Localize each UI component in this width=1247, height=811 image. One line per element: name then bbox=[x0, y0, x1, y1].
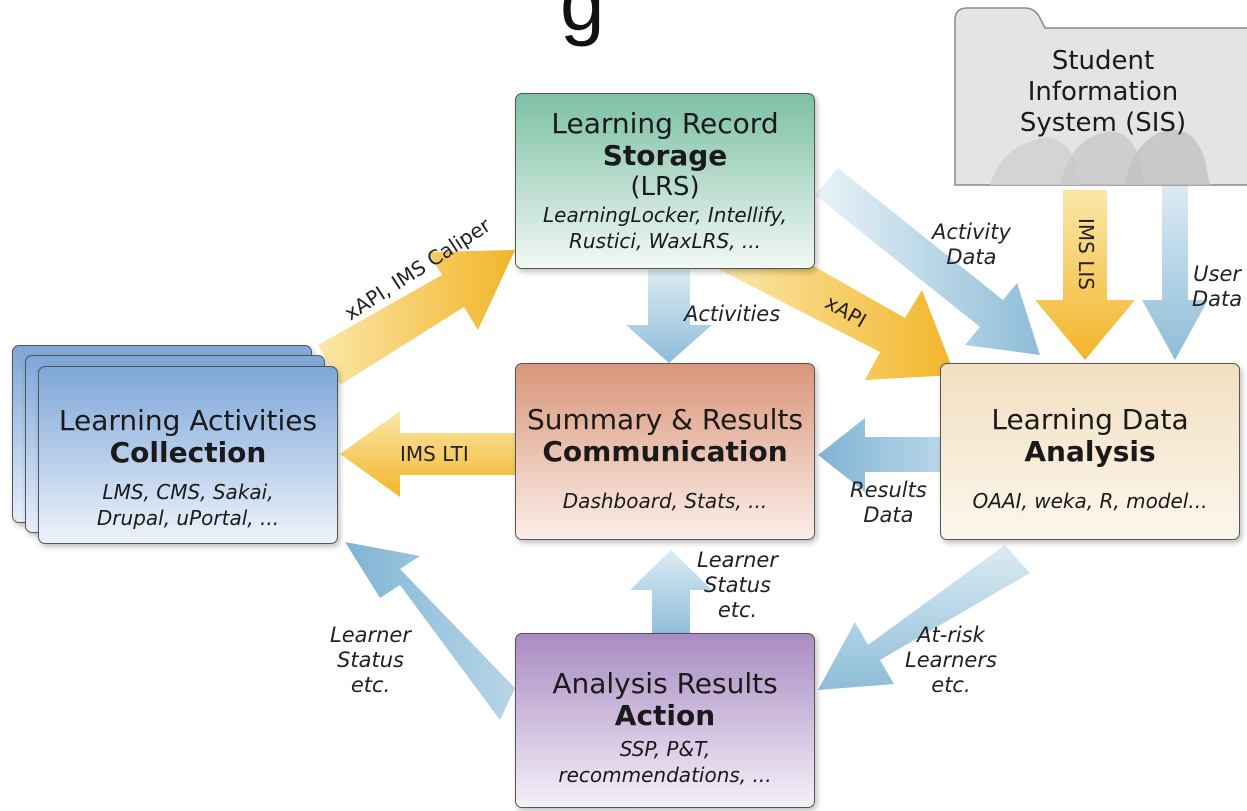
edge-label-line: Data bbox=[863, 503, 914, 527]
collection-examples: LMS, CMS, Sakai, bbox=[102, 480, 274, 504]
arrow-xapi-caliper bbox=[318, 250, 515, 385]
lrs-abbrev: (LRS) bbox=[630, 172, 700, 202]
collection-examples: Drupal, uPortal, ... bbox=[96, 506, 280, 530]
arrow-label-ims-lti: IMS LTI bbox=[400, 442, 469, 466]
lrs-examples: LearningLocker, Intellify, bbox=[543, 203, 787, 227]
edge-label-line: etc. bbox=[931, 673, 971, 697]
sis-label: Student Information System (SIS) bbox=[958, 46, 1247, 139]
edge-label-line: User bbox=[1193, 262, 1242, 286]
edge-label-line: Activity bbox=[932, 220, 1011, 244]
collection-box: Learning Activities Collection LMS, CMS,… bbox=[38, 366, 338, 544]
edge-label-line: Learners bbox=[905, 648, 997, 672]
arrow-ims-lti bbox=[340, 411, 515, 497]
action-subtitle: Action bbox=[614, 699, 716, 732]
edge-label-at-risk: At-risk Learners etc. bbox=[905, 623, 997, 698]
arrow-ims-lis bbox=[1035, 190, 1135, 360]
sis-folder bbox=[954, 7, 1247, 186]
edge-label-line: Learner bbox=[697, 548, 778, 572]
arrow-activities bbox=[626, 270, 712, 363]
collection-subtitle: Collection bbox=[109, 436, 267, 469]
action-box: Analysis Results Action SSP, P&T, recomm… bbox=[515, 633, 815, 808]
arrow-results-data bbox=[818, 418, 940, 492]
action-examples: recommendations, ... bbox=[558, 763, 772, 787]
arrow-activity-data bbox=[815, 168, 1040, 355]
edge-label-line: Results bbox=[850, 478, 927, 502]
edge-label-activities: Activities bbox=[684, 302, 781, 326]
title-fragment: g bbox=[560, 0, 605, 47]
communication-examples: Dashboard, Stats, ... bbox=[562, 489, 768, 513]
arrow-learner-status-up bbox=[630, 550, 712, 635]
edge-label-line: Data bbox=[1192, 287, 1243, 311]
sis-line: Information bbox=[1027, 77, 1179, 107]
edge-label-line: Status bbox=[704, 573, 771, 597]
action-examples: SSP, P&T, bbox=[619, 737, 711, 761]
edge-label-learner-status-left: Learner Status etc. bbox=[330, 623, 411, 698]
arrow-at-risk bbox=[818, 545, 1030, 690]
communication-subtitle: Communication bbox=[542, 435, 788, 468]
edge-label-results-data: Results Data bbox=[850, 478, 927, 528]
edge-label-activity-data: Activity Data bbox=[932, 220, 1011, 270]
arrow-learner-status-left bbox=[345, 542, 515, 720]
edge-label-line: Learner bbox=[330, 623, 411, 647]
communication-title: Summary & Results bbox=[526, 403, 804, 436]
lrs-examples: Rustici, WaxLRS, ... bbox=[569, 229, 761, 253]
action-title: Analysis Results bbox=[552, 667, 778, 700]
lrs-box: Learning Record Storage (LRS) LearningLo… bbox=[515, 93, 815, 269]
collection-title: Learning Activities bbox=[58, 404, 318, 437]
analysis-subtitle: Analysis bbox=[1024, 435, 1156, 468]
sis-line: Student bbox=[1051, 46, 1155, 76]
communication-box: Summary & Results Communication Dashboar… bbox=[515, 363, 815, 540]
edge-label-line: At-risk bbox=[917, 623, 985, 647]
lrs-subtitle: Storage bbox=[602, 139, 728, 172]
sis-line: System (SIS) bbox=[1019, 108, 1187, 138]
edge-label-line: etc. bbox=[717, 598, 758, 622]
edge-label-line: etc. bbox=[350, 673, 391, 697]
analysis-title: Learning Data bbox=[991, 403, 1189, 436]
lrs-title: Learning Record bbox=[551, 107, 779, 140]
analysis-examples: OAAI, weka, R, model... bbox=[972, 489, 1208, 513]
arrow-label-ims-lis: IMS LIS bbox=[1074, 218, 1098, 290]
edge-label-user-data: User Data bbox=[1192, 262, 1242, 312]
analysis-box: Learning Data Analysis OAAI, weka, R, mo… bbox=[940, 363, 1240, 540]
arrow-user-data bbox=[1142, 185, 1208, 360]
edge-label-line: Status bbox=[337, 648, 404, 672]
edge-label-line: Data bbox=[946, 245, 997, 269]
edge-label-learner-status-up: Learner Status etc. bbox=[697, 548, 778, 623]
